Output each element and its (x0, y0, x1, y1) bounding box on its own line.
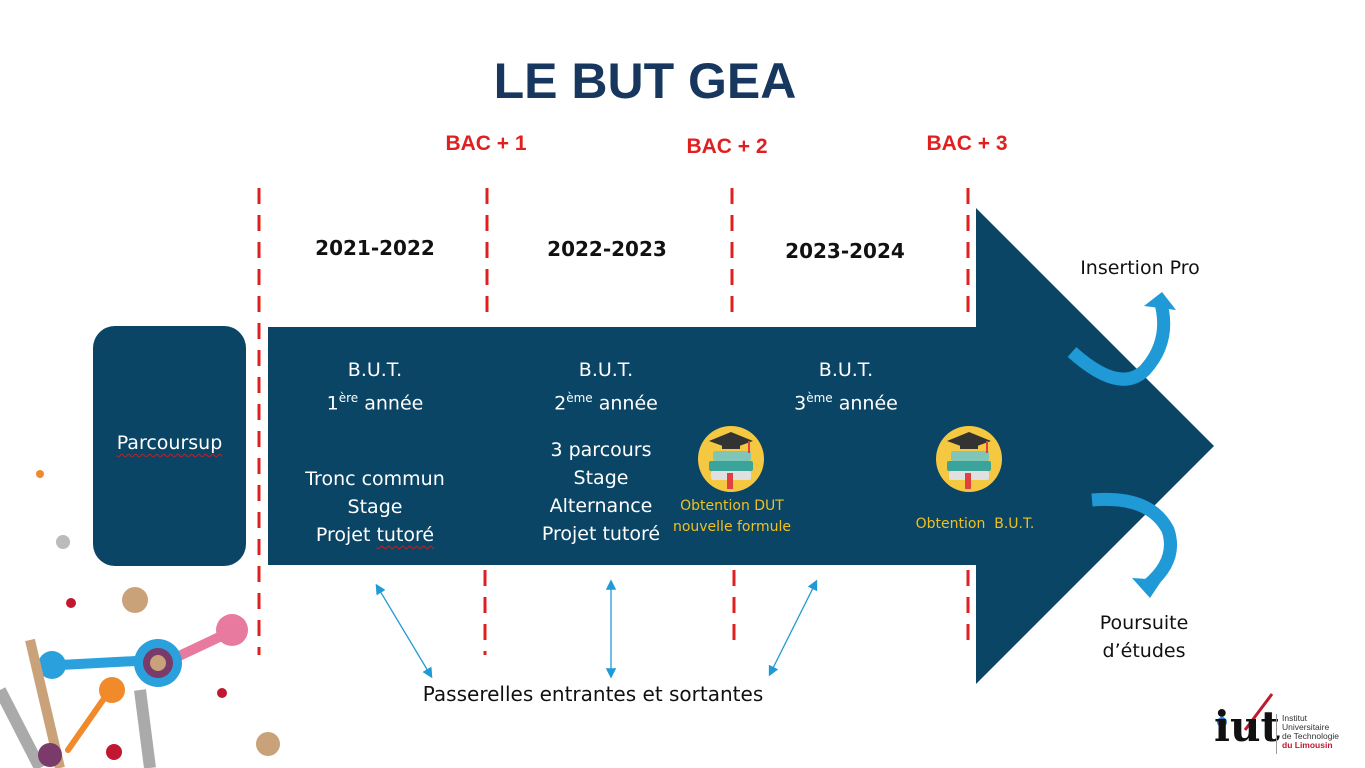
stage-2-content: 3 parcours Stage Alternance Projet tutor… (541, 439, 661, 545)
insertion-curve-arrow (1067, 292, 1176, 386)
stage-2-title: B.U.T. 2ème année (554, 359, 658, 415)
stage-1-content: Tronc commun Stage Projet tutoré (305, 468, 445, 546)
passerelle-arrow (768, 579, 818, 677)
page-title: LE BUT GEA (493, 53, 797, 109)
logo-divider (1276, 714, 1277, 754)
parcoursup-box (93, 326, 246, 566)
bac-label: BAC + 2 (686, 135, 768, 158)
poursuite-curve-arrow (1091, 492, 1177, 598)
logo-dot (1217, 717, 1227, 727)
passerelles-label: Passerelles entrantes et sortantes (422, 682, 764, 706)
iut-logo: iut Institut Universitaire de Technologi… (1212, 692, 1352, 762)
outcome-poursuite: Poursuite d’études (1099, 612, 1189, 662)
logo-mark: iut (1214, 702, 1280, 751)
passerelle-arrow (375, 583, 433, 679)
parcoursup-label: Parcoursup (116, 432, 223, 454)
stage-3-title: B.U.T. 3ème année (794, 359, 898, 415)
year-label: 2023-2024 (785, 239, 905, 263)
outcome-insertion: Insertion Pro (1080, 257, 1200, 279)
year-label: 2022-2023 (547, 237, 667, 261)
year-label: 2021-2022 (315, 236, 435, 260)
logo-text: Institut Universitaire de Technologie du… (1282, 713, 1340, 750)
milestone-dut: Obtention DUT nouvelle formule (672, 498, 792, 535)
bac-label: BAC + 1 (445, 132, 527, 155)
logo-swoosh (1243, 693, 1274, 731)
bac-label: BAC + 3 (926, 132, 1008, 155)
graduation-icon (698, 426, 764, 492)
milestone-but: Obtention B.U.T. (915, 516, 1035, 532)
stage-1-title: B.U.T. 1ère année (326, 359, 424, 415)
graduation-icon (936, 426, 1002, 492)
decorative-molecules (0, 470, 280, 768)
